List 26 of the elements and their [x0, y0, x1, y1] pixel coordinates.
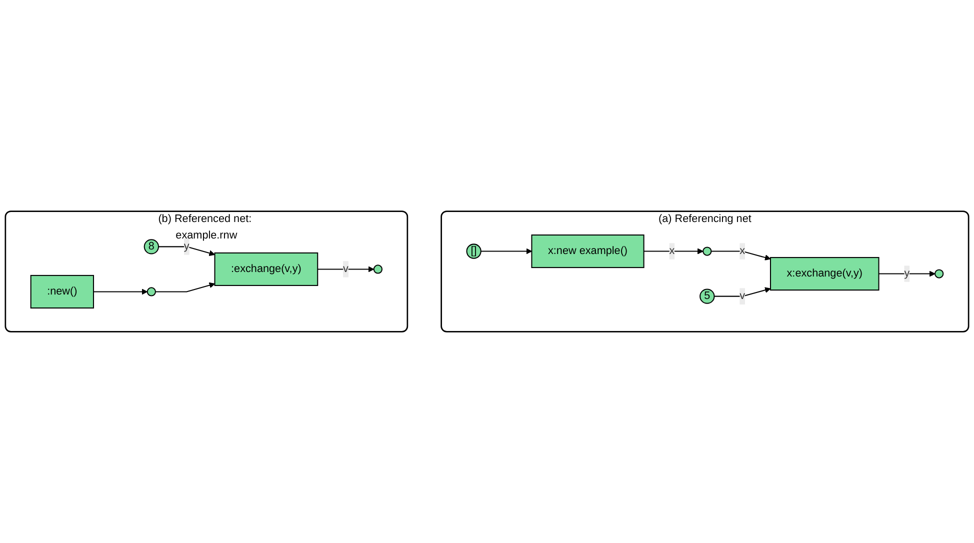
edge-label: y [904, 268, 910, 280]
node-circle: 8 [144, 239, 160, 254]
arrow [156, 282, 216, 292]
arrow [158, 246, 216, 256]
arrow [318, 266, 374, 272]
node-circle [702, 246, 712, 256]
edge-label: v [343, 263, 348, 275]
arrow [711, 250, 771, 260]
node-circle [373, 264, 383, 274]
edge-label: y [184, 240, 190, 252]
node-circle [146, 287, 156, 296]
edge-label: x [740, 245, 746, 257]
arrow [480, 248, 532, 254]
node-circle: [] [466, 244, 482, 259]
arrow [878, 270, 936, 277]
arrow [644, 248, 704, 254]
arrow [714, 287, 771, 297]
node-circle: 5 [700, 288, 715, 304]
arrow [94, 288, 148, 295]
edge-label: v [740, 290, 746, 302]
node-box: :new() [30, 274, 94, 308]
node-circle [934, 269, 944, 278]
node-box: x:exchange(v,y) [770, 257, 880, 291]
edge-label: x [669, 245, 675, 257]
node-box: :exchange(v,y) [214, 252, 318, 286]
node-box: x:new example() [531, 234, 644, 268]
